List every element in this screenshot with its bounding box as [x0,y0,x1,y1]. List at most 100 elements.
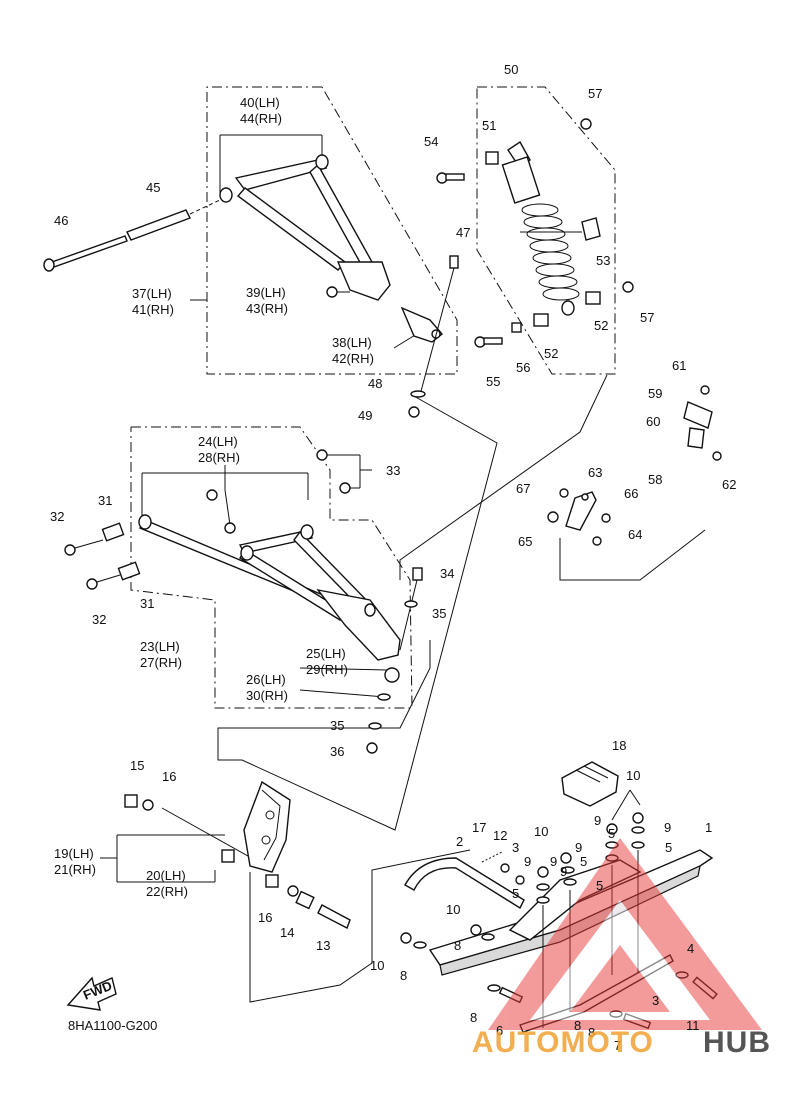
label-52b: 52 [544,346,558,361]
label-22: 22(RH) [146,884,188,899]
label-17: 17 [472,820,486,835]
collar-31-top [101,522,125,542]
label-67: 67 [516,481,530,496]
label-9c: 9 [664,820,671,835]
label-32a: 32 [50,509,64,524]
nut-49 [408,406,420,418]
bushing-24 [206,489,218,501]
bolt-55 [474,336,503,348]
spindle [243,780,291,873]
label-64: 64 [628,527,642,542]
label-53: 53 [596,253,610,268]
label-9d: 9 [524,854,531,869]
label-29: 29(RH) [306,662,348,677]
ski-saddle-18 [561,761,619,807]
washer-26 [377,693,391,701]
label-55: 55 [486,374,500,389]
label-5d: 5 [512,886,519,901]
label-26: 26(LH) [246,672,286,687]
label-43: 43(RH) [246,301,288,316]
upper-a-arm [219,154,391,301]
washer-35-bottom [368,722,382,730]
upper-arm-bolt-46 [43,235,128,272]
shaft-13 [317,904,351,929]
label-31a: 31 [98,493,112,508]
bolt-32-bottom [86,574,121,590]
label-65: 65 [518,534,532,549]
label-35b: 35 [330,718,344,733]
label-41: 41(RH) [132,302,174,317]
shock-absorber [501,140,580,316]
collar-52-left [533,313,549,327]
washer-35-top [404,600,418,608]
bolt-61 [700,385,710,395]
label-61: 61 [672,358,686,373]
bolt-47 [419,255,459,396]
nut-57-bottom [622,281,634,293]
label-1: 1 [705,820,712,835]
nut-39 [326,286,338,298]
lower-a-arm [138,514,401,661]
label-14: 14 [280,925,294,940]
label-24: 24(LH) [198,434,238,449]
label-51: 51 [482,118,496,133]
label-50: 50 [504,62,518,77]
label-4: 4 [687,941,694,956]
label-59: 59 [648,386,662,401]
label-18: 18 [612,738,626,753]
nut-65 [547,511,559,523]
bolt-64 [592,536,602,546]
nut-57-top [580,118,592,130]
label-28: 28(RH) [198,450,240,465]
label-35a: 35 [432,606,446,621]
label-60: 60 [646,414,660,429]
label-10b: 10 [534,824,548,839]
label-5a: 5 [665,840,672,855]
label-9b: 9 [575,840,582,855]
shock-group-outline [476,86,616,375]
label-6: 6 [496,1023,503,1038]
collar-14 [295,890,315,910]
label-66: 66 [624,486,638,501]
label-54: 54 [424,134,438,149]
bushing-28 [224,522,236,534]
label-8a: 8 [454,938,461,953]
washer-16-bottom [287,885,299,897]
label-63: 63 [588,465,602,480]
label-56: 56 [516,360,530,375]
label-57b: 57 [640,310,654,325]
label-45: 45 [146,180,160,195]
bolt-62 [712,451,722,461]
bolt-66 [601,513,611,523]
label-46: 46 [54,213,68,228]
label-32b: 32 [92,612,106,627]
label-39: 39(LH) [246,285,286,300]
label-9a: 9 [594,813,601,828]
label-62: 62 [722,477,736,492]
nut-36 [366,742,378,754]
washer-16-top [142,799,154,811]
upper-arm-shaft-45 [126,199,221,241]
bolt-54 [436,172,465,184]
label-9e: 9 [550,854,557,869]
diagram-code: 8HA1100-G200 [68,1018,157,1033]
brand-text-right: HUB [703,1026,771,1059]
label-8c: 8 [470,1010,477,1025]
label-33: 33 [386,463,400,478]
brand-text-left: AUTOMOTO [472,1026,654,1059]
label-48: 48 [368,376,382,391]
bracket-60 [687,427,705,449]
forward-arrow: FWD [66,976,117,1011]
label-8d: 8 [588,1025,595,1040]
ski-handle-2 [404,857,525,910]
label-9f: 9 [560,864,567,879]
label-10a: 10 [626,768,640,783]
label-8e: 8 [574,1018,581,1033]
label-20: 20(LH) [146,868,186,883]
label-25: 25(LH) [306,646,346,661]
label-42: 42(RH) [332,351,374,366]
watermark-logo [488,838,762,1030]
label-15: 15 [130,758,144,773]
label-30: 30(RH) [246,688,288,703]
